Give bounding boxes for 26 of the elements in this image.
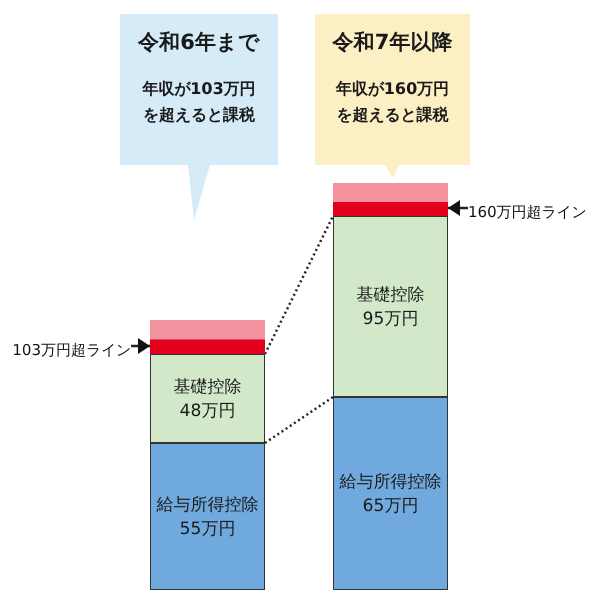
deduction-name: 給与所得控除 bbox=[156, 494, 260, 516]
deduction-name: 基礎控除 bbox=[356, 284, 426, 306]
speech-bubble bbox=[120, 14, 278, 220]
deduction-amount: 95万円 bbox=[362, 308, 420, 330]
dotted-connector bbox=[264, 215, 334, 355]
salary-deduction-block bbox=[150, 443, 265, 590]
pointer-arrow bbox=[448, 200, 468, 216]
deduction-name: 給与所得控除 bbox=[338, 470, 442, 494]
deduction-name: 基礎控除 bbox=[172, 376, 242, 398]
threshold-line-label: 160万円超ライン bbox=[468, 201, 598, 223]
basic-deduction-block bbox=[150, 354, 265, 443]
speech-bubble bbox=[315, 14, 470, 178]
tax-threshold-note: 年収が160万円を超えると課税 bbox=[334, 78, 450, 126]
pointer-arrow bbox=[131, 338, 150, 354]
salary-deduction-block bbox=[333, 397, 448, 590]
threshold-line-label: 103万円超ライン bbox=[0, 339, 131, 361]
taxable-income-bar bbox=[150, 320, 265, 354]
period-heading: 令和7年以降 bbox=[331, 29, 454, 56]
basic-deduction-block bbox=[333, 216, 448, 397]
deduction-amount: 55万円 bbox=[178, 518, 236, 540]
deduction-amount: 48万円 bbox=[178, 400, 236, 422]
taxable-income-bar bbox=[333, 183, 448, 216]
tax-threshold-note: 年収が103万円を超えると課税 bbox=[141, 78, 257, 126]
dotted-connector bbox=[264, 396, 334, 444]
period-heading: 令和6年まで bbox=[136, 29, 261, 56]
deduction-amount: 65万円 bbox=[362, 494, 420, 518]
